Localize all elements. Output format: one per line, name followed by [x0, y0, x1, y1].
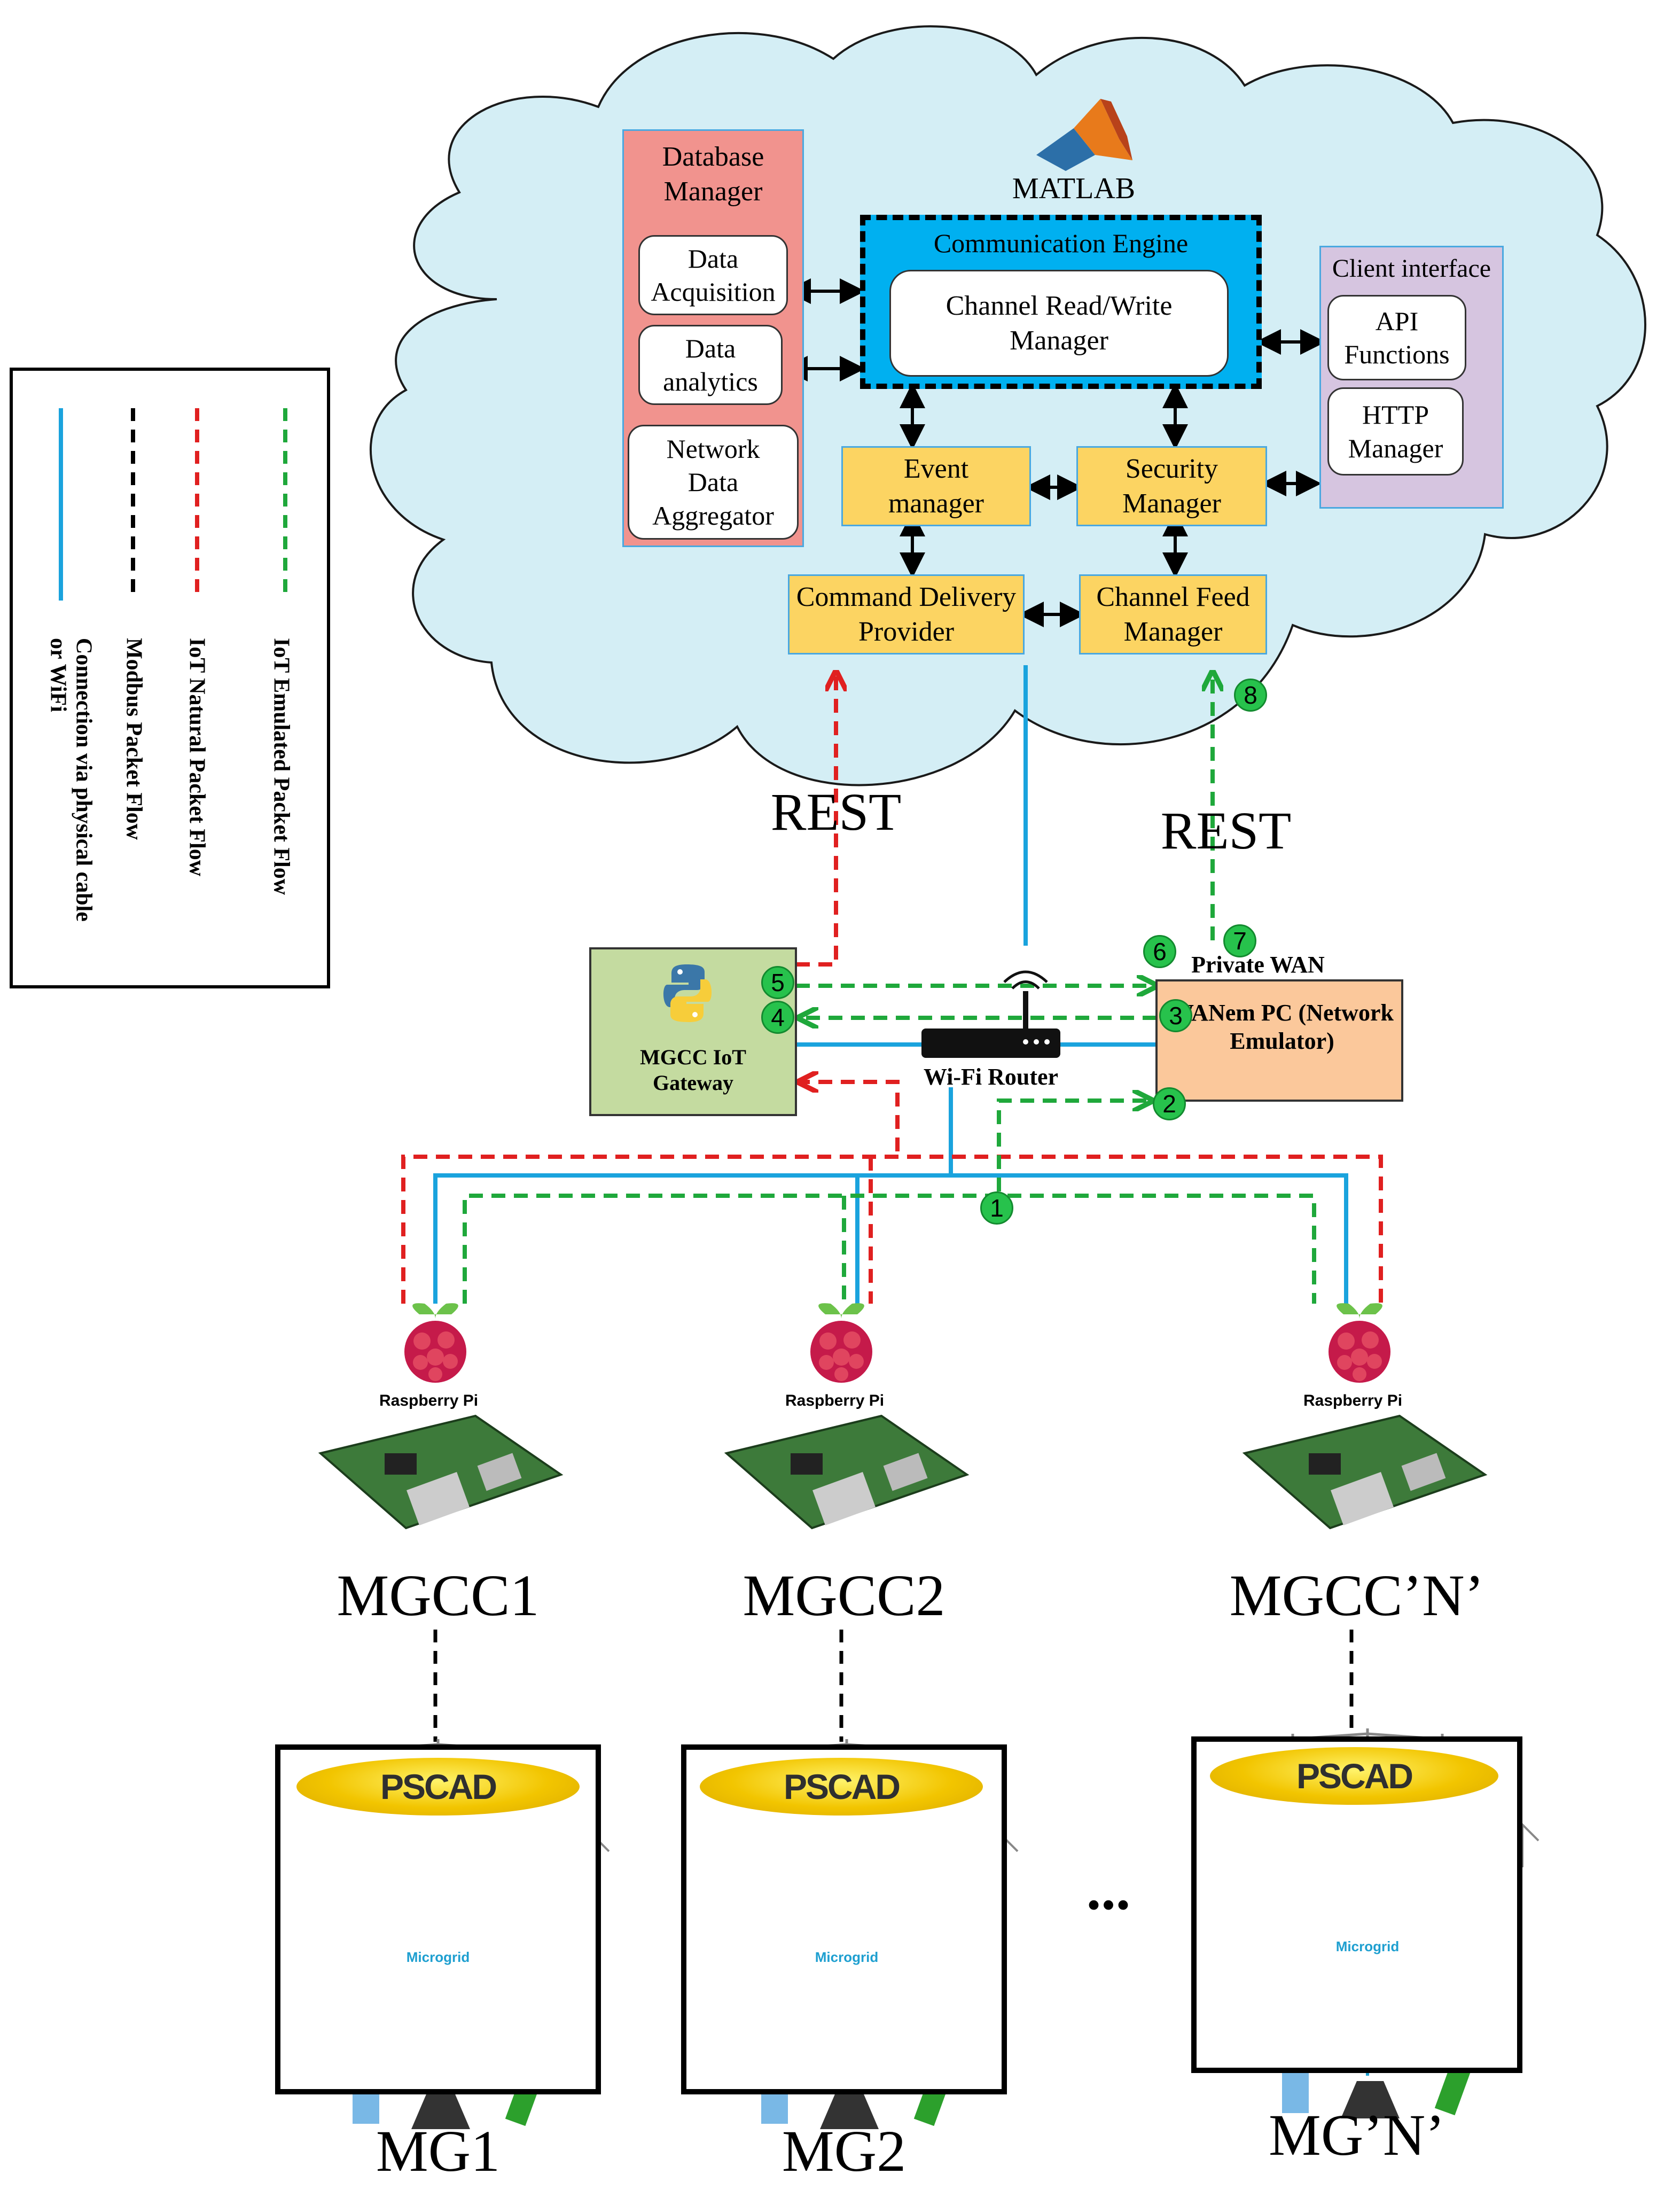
pscad-2-logo: PSCAD	[700, 1758, 983, 1816]
command-delivery-provider-box: Command Delivery Provider	[788, 574, 1025, 655]
python-logo-icon	[663, 964, 712, 1022]
legend-physical-label: Connection via physical cable or WiFi	[45, 638, 96, 922]
api-functions-box: API Functions	[1327, 295, 1466, 380]
data-analytics-box: Data analytics	[638, 325, 783, 405]
legend-modbus-label: Modbus Packet Flow	[121, 638, 146, 840]
channel-read-write-box: Channel Read/Write Manager	[889, 270, 1229, 377]
http-manager-box: HTTP Manager	[1327, 387, 1464, 476]
rest-label-left: REST	[770, 782, 902, 842]
channel-feed-manager-box: Channel Feed Manager	[1079, 574, 1267, 655]
legend: IoT Emulated Packet Flow IoT Natural Pac…	[10, 368, 330, 988]
private-wan-label: Private WAN	[1191, 952, 1325, 978]
network-data-aggregator-box: Network Data Aggregator	[628, 425, 799, 540]
mgcc-2-label: MGCC2	[743, 1563, 946, 1628]
flow-step-4-badge: 4	[761, 1001, 794, 1034]
natural-flows	[401, 674, 1383, 1304]
gateway-label: MGCC IoT Gateway	[640, 1045, 746, 1095]
client-interface-title: Client interface	[1332, 254, 1491, 283]
raspberry-pi-2	[810, 1303, 872, 1383]
mgcc-1-label: MGCC1	[337, 1563, 540, 1628]
flow-step-8-badge: 8	[1234, 679, 1267, 712]
circuit-board-2-icon	[724, 1414, 970, 1530]
rest-label-right: REST	[1160, 801, 1292, 860]
microgrid-3-center-label: Microgrid	[1335, 1938, 1400, 1954]
legend-emulated-label: IoT Emulated Packet Flow	[269, 638, 294, 895]
matlab-label: MATLAB	[1012, 172, 1136, 205]
modbus-links	[433, 1630, 1354, 1742]
data-acquisition-box: Data Acquisition	[638, 235, 788, 315]
raspberry-pi-1-label: Raspberry Pi	[379, 1392, 479, 1409]
microgrid-1-center-label: Microgrid	[406, 1949, 470, 1965]
channel-feed-manager-label: Channel Feed Manager	[1096, 582, 1250, 647]
wanem-box	[1155, 979, 1403, 1102]
channel-read-write-label: Channel Read/Write Manager	[946, 291, 1173, 356]
flow-step-5-badge: 5	[761, 966, 794, 999]
mgcc-n-label: MGCC’N’	[1229, 1563, 1484, 1628]
ellipsis-label: ...	[1086, 1857, 1131, 1922]
flow-step-2-badge: 2	[1153, 1087, 1186, 1120]
database-manager-title: Database Manager	[662, 142, 764, 207]
event-manager-box: Event manager	[841, 446, 1031, 526]
communication-engine-title: Communication Engine	[933, 228, 1189, 258]
pscad-3-logo: PSCAD	[1210, 1747, 1498, 1805]
raspberry-pi-2-label: Raspberry Pi	[785, 1392, 885, 1409]
circuit-board-1-icon	[318, 1414, 564, 1530]
api-functions-label: API Functions	[1344, 306, 1450, 370]
wifi-router-icon	[921, 970, 1060, 1058]
http-manager-label: HTTP Manager	[1348, 400, 1443, 463]
matlab-logo-icon	[1036, 99, 1132, 171]
flow-step-7-badge: 7	[1223, 924, 1256, 957]
command-delivery-provider-label: Command Delivery Provider	[796, 582, 1017, 647]
mg-n-label: MG’N’	[1269, 2102, 1445, 2168]
security-manager-box: Security Manager	[1076, 446, 1267, 526]
flow-step-3-badge: 3	[1159, 999, 1192, 1032]
raspberry-pi-1	[404, 1303, 466, 1383]
event-manager-label: Event manager	[888, 454, 984, 519]
wifi-router-label: Wi-Fi Router	[923, 1064, 1059, 1090]
raspberry-pi-3	[1329, 1303, 1390, 1383]
circuit-board-3-icon	[1242, 1414, 1488, 1530]
microgrid-2-center-label: Microgrid	[815, 1949, 879, 1965]
security-manager-label: Security Manager	[1122, 454, 1221, 519]
legend-swatches	[59, 408, 287, 601]
data-acquisition-label: Data Acquisition	[651, 243, 776, 307]
mg-2-label: MG2	[782, 2118, 907, 2184]
mg-1-label: MG1	[376, 2118, 501, 2184]
network-data-aggregator-label: Network Data Aggregator	[652, 433, 774, 531]
legend-natural-label: IoT Natural Packet Flow	[184, 638, 209, 877]
raspberry-pi-3-label: Raspberry Pi	[1303, 1392, 1403, 1409]
data-analytics-label: Data analytics	[663, 333, 758, 397]
wanem-label: WANem PC (Network Emulator)	[1170, 1000, 1394, 1054]
pscad-1-logo: PSCAD	[296, 1758, 580, 1816]
internal-arrows	[782, 278, 1326, 627]
flow-step-6-badge: 6	[1143, 935, 1176, 968]
flow-step-1-badge: 1	[980, 1191, 1013, 1225]
